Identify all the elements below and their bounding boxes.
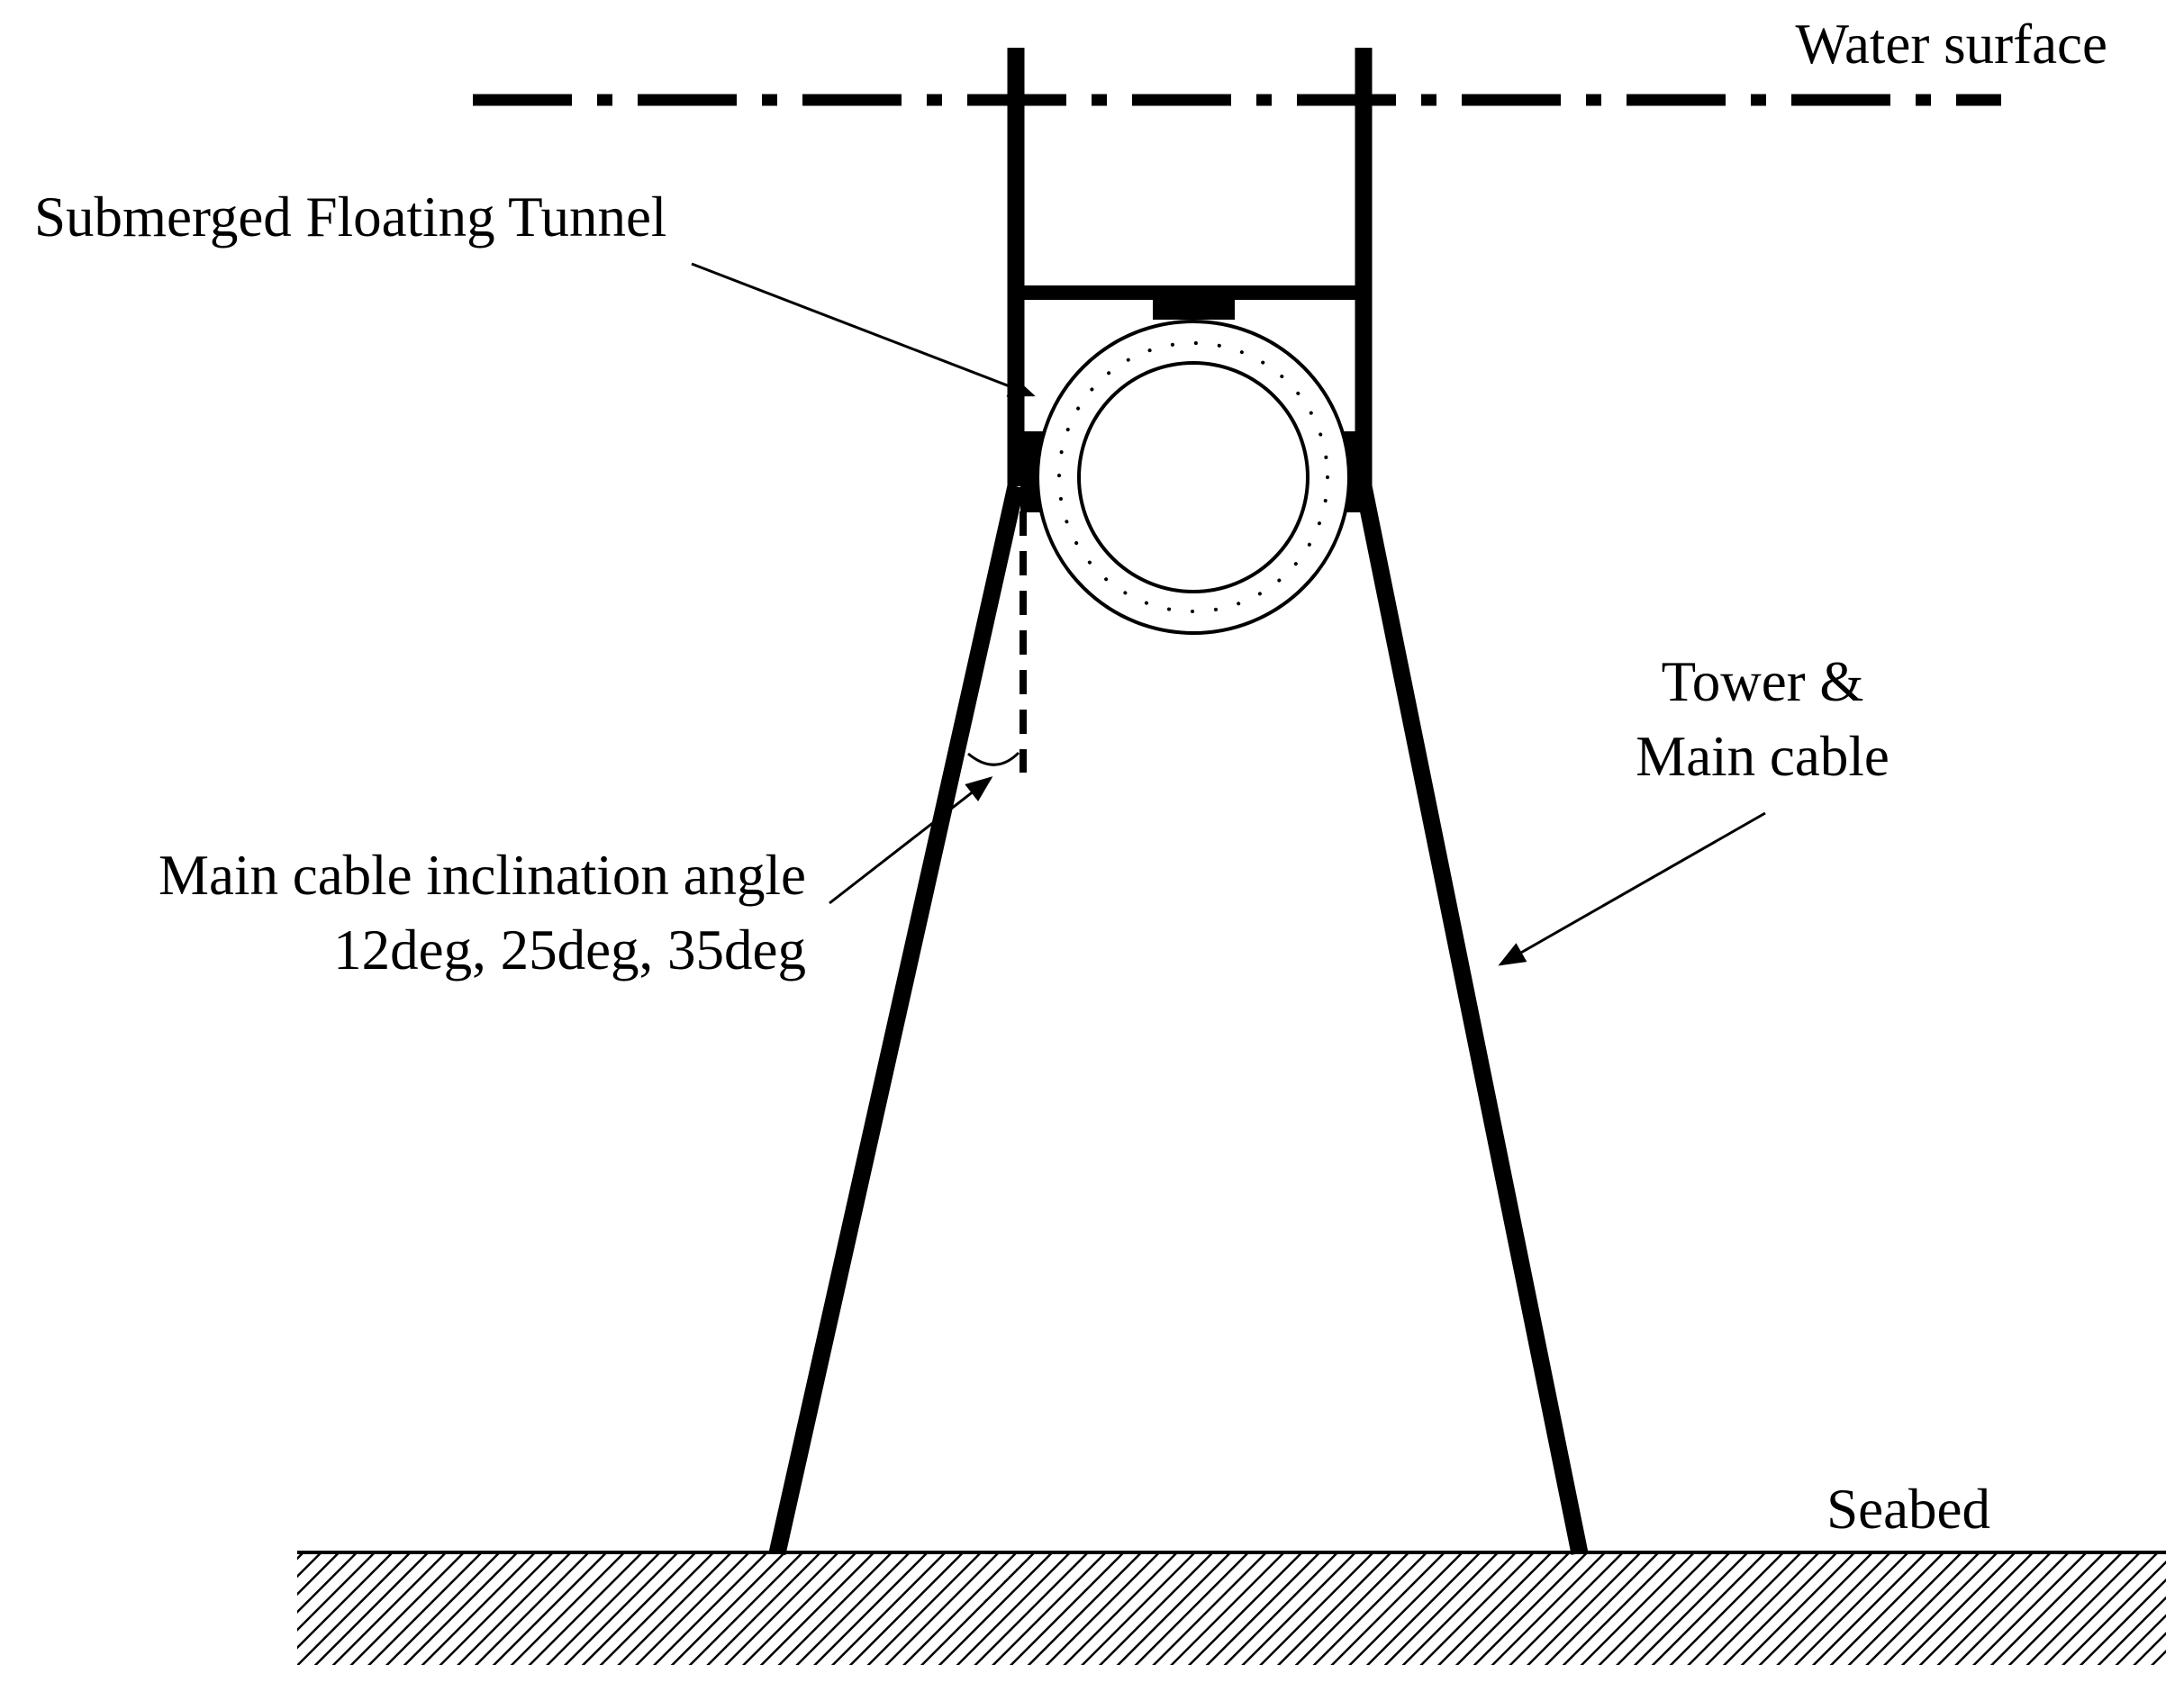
tower-leader-arrow	[1498, 811, 1766, 966]
seabed-hatch	[297, 1551, 2166, 1665]
top-saddle	[1153, 294, 1235, 320]
tunnel-concrete-dots	[1057, 341, 1329, 613]
tunnel-inner-ring	[1077, 361, 1309, 593]
tunnel-label: Submerged Floating Tunnel	[34, 185, 666, 249]
tunnel-leader-arrow	[691, 262, 1036, 397]
seabed-label: Seabed	[1826, 1478, 1990, 1541]
angle-label-line1: Main cable inclination angle	[159, 844, 806, 907]
water-surface-label: Water surface	[1796, 13, 2107, 76]
tower-label-line1: Tower &	[1662, 650, 1864, 713]
tower-label-line2: Main cable	[1636, 725, 1889, 788]
right-main-cable	[1355, 484, 1589, 1555]
angle-label-line2: 12deg, 25deg, 35deg	[333, 918, 806, 982]
angle-leader-arrow	[829, 776, 993, 905]
left-main-cable	[768, 484, 1025, 1556]
angle-arc	[967, 751, 1020, 766]
